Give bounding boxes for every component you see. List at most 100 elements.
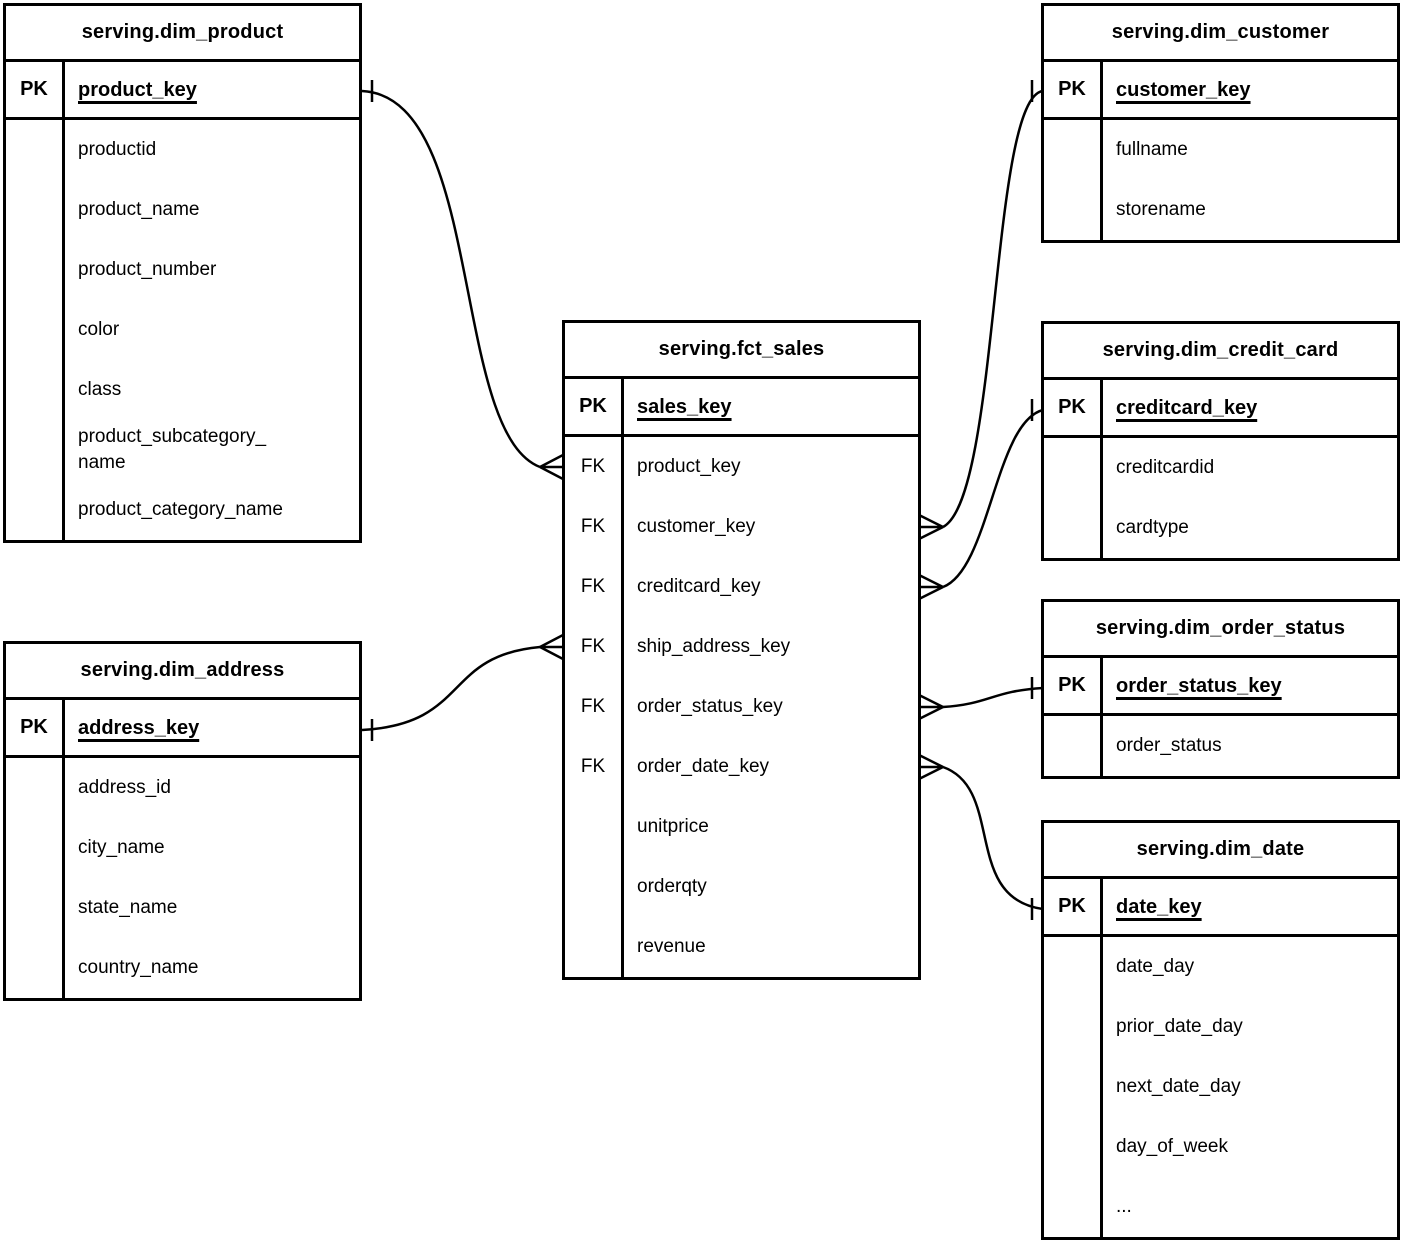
pk-field-name: date_key <box>1116 895 1202 918</box>
field-name: order_status <box>1116 735 1222 756</box>
field-name: city_name <box>78 837 165 858</box>
table-dim-order-status: serving.dim_order_status PK order_status… <box>1041 599 1400 779</box>
table-row: productid <box>6 120 359 180</box>
relationship-order-status <box>918 677 1044 721</box>
pk-row: PK address_key <box>6 700 359 758</box>
key-gutter <box>6 120 65 180</box>
table-title: serving.fct_sales <box>565 323 918 379</box>
table-row: fullname <box>1044 120 1397 180</box>
table-row: next_date_day <box>1044 1057 1397 1117</box>
field-name: day_of_week <box>1116 1136 1228 1157</box>
relationship-customer <box>918 80 1044 541</box>
field-name: color <box>78 319 120 340</box>
table-row: FK order_status_key <box>565 677 918 737</box>
table-dim-customer: serving.dim_customer PK customer_key ful… <box>1041 3 1400 243</box>
pk-row: PK sales_key <box>565 379 918 437</box>
many-marker <box>539 453 564 481</box>
key-gutter <box>1044 1177 1103 1237</box>
table-row: FK order_date_key <box>565 737 918 797</box>
field-name: unitprice <box>637 816 709 837</box>
table-title: serving.dim_date <box>1044 823 1397 879</box>
table-row: storename <box>1044 180 1397 240</box>
fk-label: FK <box>565 437 624 497</box>
key-gutter <box>6 938 65 998</box>
table-dim-address: serving.dim_address PK address_key addre… <box>3 641 362 1001</box>
relationship-curve <box>942 765 1044 911</box>
key-gutter <box>6 480 65 540</box>
relationship-address <box>361 633 564 741</box>
key-gutter <box>1044 716 1103 776</box>
key-gutter <box>1044 997 1103 1057</box>
field-name: revenue <box>637 936 706 957</box>
pk-row: PK product_key <box>6 62 359 120</box>
pk-label: PK <box>6 700 65 755</box>
relationship-curve <box>361 645 541 732</box>
field-name: creditcardid <box>1116 457 1215 478</box>
field-name: order_date_key <box>637 756 770 777</box>
table-row: orderqty <box>565 857 918 917</box>
field-name: storename <box>1116 199 1206 220</box>
many-marker <box>918 753 944 781</box>
table-title: serving.dim_order_status <box>1044 602 1397 658</box>
field-name: country_name <box>78 957 199 978</box>
fk-label: FK <box>565 677 624 737</box>
table-row: product_category_name <box>6 480 359 540</box>
pk-row: PK customer_key <box>1044 62 1397 120</box>
table-row: class <box>6 360 359 420</box>
table-row: product_name <box>6 180 359 240</box>
key-gutter <box>565 857 624 917</box>
field-name: productid <box>78 139 157 160</box>
table-title: serving.dim_address <box>6 644 359 700</box>
fk-label: FK <box>565 737 624 797</box>
pk-field-name: sales_key <box>637 395 732 418</box>
pk-field-name: product_key <box>78 78 197 101</box>
field-name: order_status_key <box>637 696 783 717</box>
many-marker <box>918 573 944 601</box>
key-gutter <box>565 797 624 857</box>
table-row: order_status <box>1044 716 1397 776</box>
table-row: prior_date_day <box>1044 997 1397 1057</box>
pk-field-name: customer_key <box>1116 78 1251 101</box>
pk-label: PK <box>1044 380 1103 435</box>
pk-row: PK creditcard_key <box>1044 380 1397 438</box>
key-gutter <box>1044 1057 1103 1117</box>
fk-label: FK <box>565 617 624 677</box>
key-gutter <box>1044 438 1103 498</box>
relationship-product <box>361 80 564 481</box>
table-row: creditcardid <box>1044 438 1397 498</box>
field-name: cardtype <box>1116 517 1189 538</box>
table-title: serving.dim_product <box>6 6 359 62</box>
field-name: ... <box>1116 1196 1132 1217</box>
field-name: orderqty <box>637 876 707 897</box>
pk-label: PK <box>565 379 624 434</box>
table-dim-date: serving.dim_date PK date_key date_day pr… <box>1041 820 1400 1240</box>
table-row: unitprice <box>565 797 918 857</box>
pk-field-name: address_key <box>78 716 200 739</box>
pk-row: PK order_status_key <box>1044 658 1397 716</box>
key-gutter <box>1044 180 1103 240</box>
field-name: class <box>78 379 122 400</box>
fk-label: FK <box>565 557 624 617</box>
relationship-date <box>918 753 1044 920</box>
many-marker <box>918 693 944 721</box>
table-row: cardtype <box>1044 498 1397 558</box>
table-row: ... <box>1044 1177 1397 1237</box>
key-gutter <box>1044 1117 1103 1177</box>
table-row: revenue <box>565 917 918 977</box>
relationship-curve <box>942 89 1044 529</box>
pk-field-name: creditcard_key <box>1116 396 1258 419</box>
fk-label: FK <box>565 497 624 557</box>
relationship-curve <box>942 686 1044 709</box>
table-row: address_id <box>6 758 359 818</box>
field-name: product_number <box>78 259 217 280</box>
pk-label: PK <box>1044 658 1103 713</box>
pk-label: PK <box>1044 62 1103 117</box>
field-name: state_name <box>78 897 178 918</box>
table-row: day_of_week <box>1044 1117 1397 1177</box>
many-marker <box>539 633 564 661</box>
